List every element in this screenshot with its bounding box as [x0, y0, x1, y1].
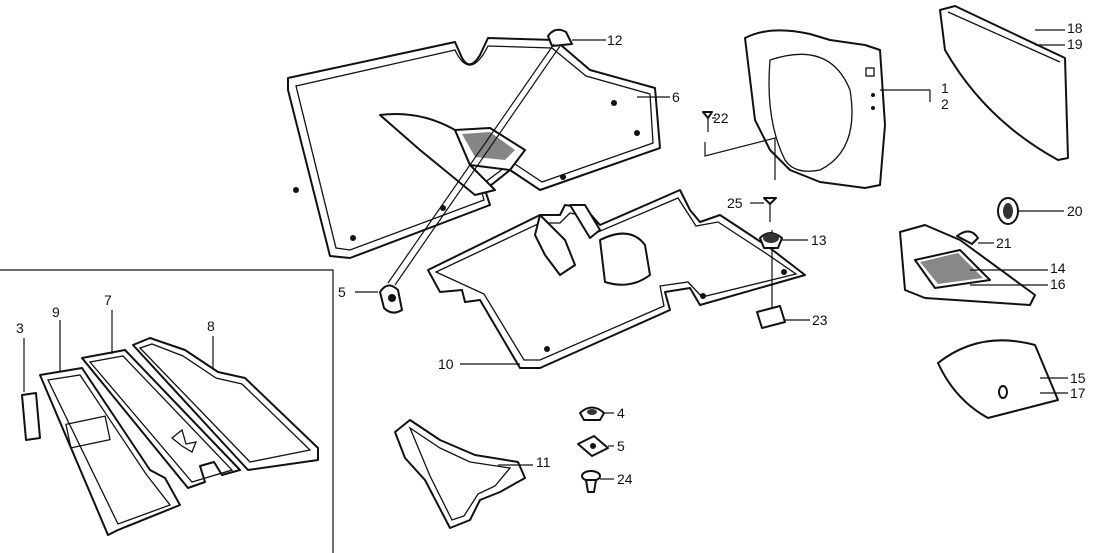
part-15-cover — [937, 339, 1059, 419]
callout-15: 15 — [1070, 370, 1086, 386]
part-3-pad — [21, 392, 41, 441]
callout-12: 12 — [607, 32, 623, 48]
part-23-nut — [756, 305, 786, 329]
part-6-front-carpet — [287, 37, 661, 259]
part-25-screw — [763, 197, 777, 222]
callout-21: 21 — [996, 235, 1012, 251]
callout-18: 18 — [1067, 20, 1083, 36]
callout-11: 11 — [536, 454, 551, 470]
callout-9: 9 — [52, 304, 60, 320]
callout-2: 2 — [941, 96, 949, 112]
callout-5-lower: 5 — [617, 438, 625, 454]
callout-20: 20 — [1067, 203, 1083, 219]
part-11-mat — [394, 419, 526, 529]
callout-17: 17 — [1070, 385, 1086, 401]
callout-14: 14 — [1050, 260, 1066, 276]
callout-6: 6 — [672, 89, 680, 105]
part-5-grommet — [379, 284, 403, 314]
part-4-fastener — [579, 406, 605, 421]
part-22-screw — [702, 111, 713, 132]
part-8-mat — [132, 337, 319, 471]
callout-4: 4 — [617, 405, 625, 421]
callout-19: 19 — [1067, 36, 1083, 52]
callout-25: 25 — [727, 195, 743, 211]
part-7-mat — [81, 349, 241, 489]
part-20-plug — [997, 197, 1019, 225]
part-18-trim-board — [939, 5, 1069, 161]
callout-10: 10 — [438, 356, 454, 372]
callout-5-left: 5 — [338, 284, 346, 300]
callout-8: 8 — [207, 318, 215, 334]
part-14-side-trim — [899, 224, 1036, 306]
inset-frame — [0, 269, 334, 553]
callout-13: 13 — [811, 232, 827, 248]
part-21-clip — [956, 230, 979, 245]
part-10-rear-carpet — [427, 189, 806, 369]
part-5-fastener — [577, 435, 609, 457]
callout-1: 1 — [941, 80, 949, 96]
callout-16: 16 — [1050, 276, 1066, 292]
callout-labels: 12 6 1 2 18 19 22 25 13 20 21 14 16 5 23… — [16, 20, 1086, 487]
callout-7: 7 — [104, 292, 112, 308]
callout-23: 23 — [812, 312, 828, 328]
callout-22: 22 — [713, 110, 729, 126]
leader-lines — [23, 29, 1068, 480]
callout-24: 24 — [617, 471, 633, 487]
part-12-clip — [547, 28, 573, 47]
part-24-fastener — [581, 470, 601, 493]
callout-3: 3 — [16, 320, 24, 336]
part-1-wheelhouse-cover — [744, 29, 886, 189]
part-13-clip — [759, 232, 783, 249]
part-9-mat — [39, 367, 181, 536]
